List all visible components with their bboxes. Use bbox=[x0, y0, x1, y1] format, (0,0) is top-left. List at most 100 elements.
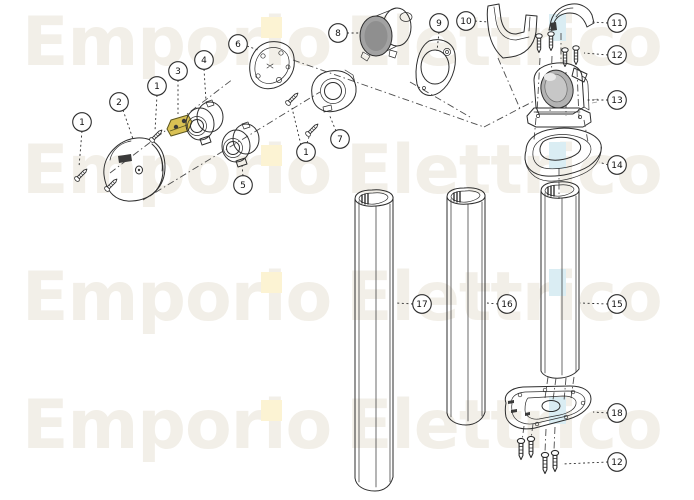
watermark-word-elettrico: Elettrico bbox=[346, 386, 663, 465]
callout-number: 2 bbox=[116, 98, 122, 108]
callout-leader-line bbox=[474, 20, 489, 23]
part-4-housing bbox=[185, 99, 224, 146]
watermark-blue-square bbox=[549, 142, 566, 169]
callout-leader-line bbox=[291, 107, 302, 146]
callout-11: 11 bbox=[591, 13, 627, 33]
part-12-anchors-bottom bbox=[516, 435, 560, 475]
callout-circle bbox=[228, 34, 248, 54]
watermark-yellow-square bbox=[261, 272, 282, 293]
callout-leader-line bbox=[328, 113, 337, 132]
callout-leader-line bbox=[246, 45, 259, 51]
watermark-word-emporio: Emporio bbox=[22, 258, 332, 337]
callout-1: 1 bbox=[291, 107, 316, 162]
watermark-row: Emporio Elettrico bbox=[0, 386, 694, 486]
callout-leader-line bbox=[78, 130, 83, 168]
callout-number: 13 bbox=[611, 96, 622, 106]
callout-13: 13 bbox=[587, 90, 627, 110]
callout-circle bbox=[72, 112, 92, 132]
callout-3: 3 bbox=[168, 61, 188, 114]
callout-leader-line bbox=[306, 136, 310, 144]
callout-5: 5 bbox=[233, 164, 253, 195]
callout-number: 16 bbox=[501, 300, 513, 310]
callout-12: 12 bbox=[561, 452, 627, 472]
callout-number: 5 bbox=[240, 181, 246, 191]
part-17-column bbox=[354, 189, 394, 492]
part-2-cover bbox=[103, 137, 166, 202]
callout-circle bbox=[607, 90, 627, 110]
callout-circle bbox=[607, 45, 627, 65]
callout-number: 3 bbox=[175, 67, 181, 77]
part-9-gasket-plate bbox=[415, 39, 456, 96]
callout-number: 10 bbox=[460, 17, 472, 27]
callout-leader-line bbox=[203, 68, 207, 102]
callout-leader-line bbox=[122, 109, 134, 140]
callout-14: 14 bbox=[598, 155, 627, 175]
part-8-socket-body bbox=[359, 7, 413, 62]
callout-6: 6 bbox=[228, 34, 259, 54]
callout-circle bbox=[607, 155, 627, 175]
callout-1: 1 bbox=[147, 76, 167, 132]
callout-leader-line bbox=[396, 302, 414, 305]
callout-circle bbox=[194, 50, 214, 70]
callout-number: 11 bbox=[611, 19, 622, 29]
callout-leader-line bbox=[241, 164, 244, 177]
callout-leader-line bbox=[592, 411, 609, 414]
callout-number: 1 bbox=[303, 148, 309, 158]
callout-leader-line bbox=[154, 94, 158, 132]
watermark-yellow-square bbox=[261, 145, 282, 166]
callout-number: 4 bbox=[201, 56, 207, 66]
callout-circle bbox=[607, 13, 627, 33]
callout-leader-line bbox=[436, 31, 440, 52]
callout-circle bbox=[296, 142, 316, 162]
callout-number: 18 bbox=[611, 409, 623, 419]
part-18-base-plate bbox=[504, 385, 592, 430]
part-16-column bbox=[446, 187, 486, 426]
callout-number: 17 bbox=[416, 300, 427, 310]
base-guide-lines bbox=[521, 376, 575, 453]
callout-number: 7 bbox=[337, 135, 343, 145]
callout-circle bbox=[607, 294, 627, 314]
callout-leader-line bbox=[561, 461, 609, 465]
watermark-yellow-square bbox=[261, 17, 282, 38]
part-13-socket-housing bbox=[526, 62, 599, 143]
part-7-housing bbox=[311, 69, 357, 113]
callout-number: 12 bbox=[611, 51, 622, 61]
part-14-base-collar bbox=[524, 127, 602, 182]
callout-circle bbox=[412, 294, 432, 314]
callout-9: 9 bbox=[429, 13, 449, 52]
part-15-column bbox=[540, 181, 580, 379]
callout-7: 7 bbox=[328, 113, 350, 149]
callout-circle bbox=[109, 92, 129, 112]
watermark-word-emporio: Emporio bbox=[22, 386, 332, 465]
callout-circle bbox=[330, 129, 350, 149]
callout-number: 14 bbox=[611, 161, 623, 171]
callout-12: 12 bbox=[583, 45, 627, 65]
part-6-backplate bbox=[249, 41, 295, 90]
callout-number: 6 bbox=[235, 40, 241, 50]
callout-circle bbox=[328, 23, 348, 43]
callout-17: 17 bbox=[396, 294, 432, 314]
callout-circle bbox=[607, 403, 627, 423]
part-10-hook-bracket bbox=[486, 3, 538, 59]
callout-1: 1 bbox=[72, 112, 92, 168]
callout-circle bbox=[497, 294, 517, 314]
callout-4: 4 bbox=[194, 50, 214, 102]
callout-16: 16 bbox=[486, 294, 517, 314]
callout-number: 15 bbox=[611, 300, 622, 310]
part-11-top-cap bbox=[548, 3, 595, 31]
callout-number: 8 bbox=[335, 29, 341, 39]
callout-2: 2 bbox=[109, 92, 134, 140]
callout-18: 18 bbox=[592, 403, 627, 423]
callout-circle bbox=[456, 11, 476, 31]
part-5-housing bbox=[221, 121, 260, 168]
watermark-yellow-square bbox=[261, 400, 282, 421]
callout-circle bbox=[429, 13, 449, 33]
callout-leader-line bbox=[579, 302, 609, 305]
callout-number: 12 bbox=[611, 458, 622, 468]
callout-circle bbox=[607, 452, 627, 472]
assembly-axis-lines bbox=[109, 33, 562, 201]
callout-leader-line bbox=[598, 161, 609, 166]
callout-circle bbox=[233, 175, 253, 195]
